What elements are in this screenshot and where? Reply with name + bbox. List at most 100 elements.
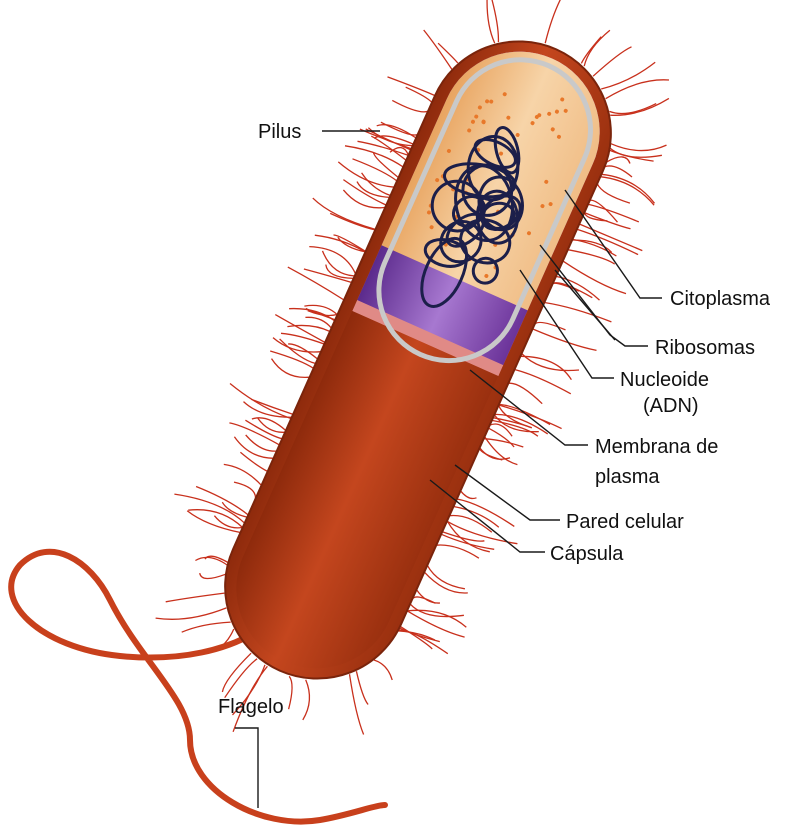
pilus-hair <box>406 609 467 628</box>
pilus-hair <box>583 29 611 67</box>
pilus-hair <box>426 564 466 590</box>
pilus-hair <box>239 451 269 473</box>
cell-body <box>210 25 626 695</box>
ribosome-dot <box>499 151 504 156</box>
ribosome-dot <box>563 108 568 113</box>
pilus-hair <box>337 161 395 188</box>
pilus-hair <box>484 436 518 466</box>
dna-loop <box>454 164 514 242</box>
ribosome-dot <box>560 97 565 102</box>
pilus-hair <box>309 245 357 275</box>
pilus-hair <box>287 324 331 333</box>
pilus-hair <box>584 211 631 230</box>
label-membrana: Membrana de <box>595 436 718 458</box>
pilus-hair <box>371 135 407 161</box>
pilus-hair <box>155 607 227 620</box>
pilus-hair <box>436 544 480 559</box>
pilus-hair <box>497 405 533 429</box>
ribosome-dot <box>484 273 489 278</box>
pilus-hair <box>601 173 656 204</box>
pilus-hair <box>544 0 561 44</box>
pilus-hair <box>174 493 246 524</box>
ribosome-dot <box>477 105 482 110</box>
pilus-hair <box>592 46 632 77</box>
pilus-hair <box>398 629 449 655</box>
pilus-hair <box>562 260 627 295</box>
pilus-hair <box>232 664 266 716</box>
ribosome-dot <box>506 115 511 120</box>
label-pared-celular: Pared celular <box>566 511 684 533</box>
pili-hairs <box>155 0 670 735</box>
pilus-hair <box>314 234 366 253</box>
pilus-hair <box>589 199 618 223</box>
ribosome-dot <box>429 225 434 230</box>
pilus-hair <box>257 418 286 433</box>
pilus-hair <box>288 343 319 360</box>
label-citoplasma: Citoplasma <box>670 288 771 310</box>
pilus-hair <box>356 181 390 199</box>
pilus-hair <box>391 99 429 113</box>
pilus-hair <box>491 0 500 43</box>
pilus-hair <box>289 307 336 322</box>
pilus-hair <box>243 401 292 418</box>
pilus-hair <box>399 625 433 650</box>
pilus-hair <box>544 301 612 323</box>
pilus-hair <box>572 239 613 253</box>
pilus-hair <box>251 417 287 432</box>
pilus-hair <box>514 368 572 395</box>
pilus-hair <box>321 250 355 277</box>
pilus-hair <box>397 630 436 641</box>
dna-loop <box>466 134 520 202</box>
pilus-hair <box>305 316 333 329</box>
ribosome-dot <box>556 134 561 139</box>
pilus-hair <box>373 659 393 681</box>
pilus-hair <box>229 382 292 420</box>
pilus-hair <box>604 165 633 178</box>
pilus-hair <box>348 674 365 735</box>
ribosome-dot <box>470 119 475 124</box>
pilus-hair <box>195 556 228 566</box>
pilus-hair <box>304 304 338 316</box>
pilus-hair <box>456 498 515 527</box>
pilus-hair <box>609 149 654 162</box>
label-nucleoide: Nucleoide <box>620 369 709 391</box>
ribosome-dot <box>446 148 451 153</box>
pilus-hair <box>333 234 366 252</box>
leader-lines <box>235 130 662 808</box>
pilus-hair <box>213 515 243 529</box>
pilus-hair <box>274 314 326 344</box>
pilus-hair <box>387 76 436 97</box>
pilus-hair <box>610 143 667 152</box>
inner-membrane-outline <box>376 57 593 364</box>
dna-loop <box>471 256 499 285</box>
ribosome-dot <box>534 114 539 119</box>
pilus-hair <box>223 463 262 486</box>
pilus-hair <box>609 103 657 115</box>
ribosome-dot <box>526 231 531 236</box>
pilus-hair <box>479 447 511 460</box>
pilus-hair <box>606 156 631 164</box>
pilus-hair <box>199 572 226 580</box>
pilus-hair <box>493 414 539 433</box>
pilus-hair <box>579 223 643 252</box>
ribosome-dot <box>540 204 545 209</box>
pilus-hair <box>224 658 258 699</box>
pilus-hair <box>270 350 314 369</box>
pilus-hair <box>303 268 352 284</box>
pilus-hair <box>181 621 231 633</box>
pilus-hair <box>520 355 572 381</box>
ribosome-dot <box>467 128 472 133</box>
pilus-hair <box>302 679 311 721</box>
pilus-hair <box>567 249 616 265</box>
pilus-hair <box>279 338 316 365</box>
pilus-hair <box>446 520 490 553</box>
pilus-hair <box>600 176 655 206</box>
dna-loop <box>477 175 524 232</box>
pilus-hair <box>204 555 229 564</box>
pilus-hair <box>357 140 409 157</box>
pilus-hair <box>165 592 225 603</box>
dna-loop <box>420 236 469 308</box>
label-pilus: Pilus <box>258 121 301 143</box>
pilus-hair <box>307 310 338 317</box>
pilus-hair <box>186 510 241 534</box>
